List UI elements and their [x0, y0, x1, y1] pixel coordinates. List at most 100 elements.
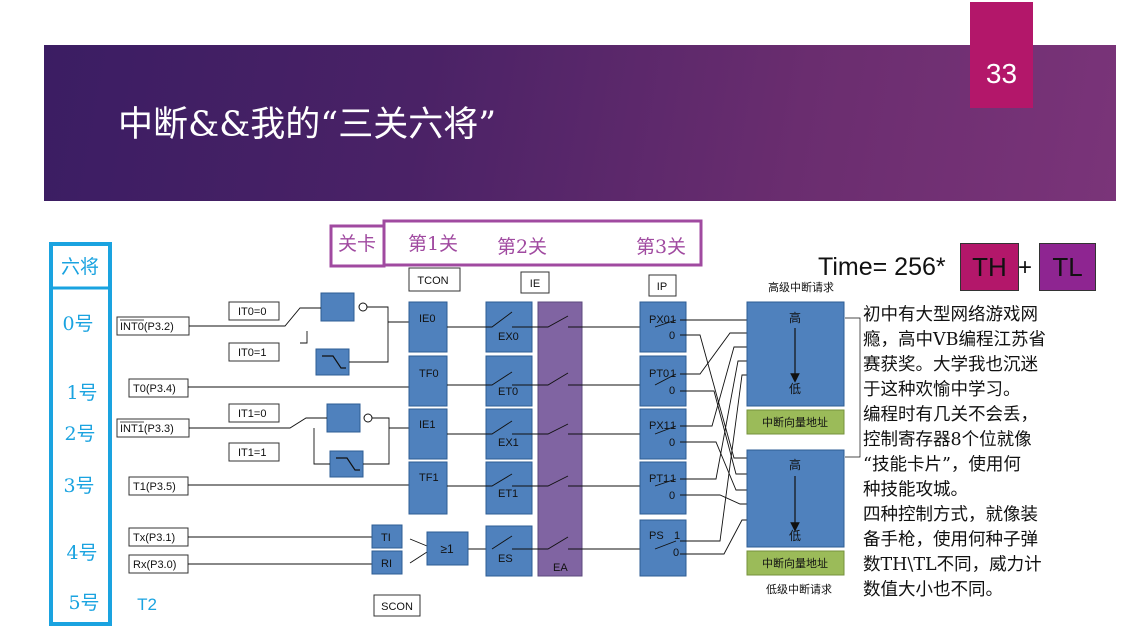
tcon-bit-tf1-label: TF1: [419, 472, 439, 484]
gate-3-label: 第3关: [636, 236, 686, 258]
or-gate: [426, 531, 469, 566]
ip-bit-pt1-name: PT1: [649, 473, 669, 485]
ip-bit-px0-low: 0: [669, 330, 675, 342]
gate-1-label: 第1关: [408, 233, 458, 255]
title-banner: [44, 45, 1116, 201]
ip-bit-px0-name: PX0: [649, 314, 670, 326]
tcon-bit-ie1: [408, 408, 448, 460]
scon-register-label: SCON: [381, 601, 413, 613]
high-vector-address-label: 中断向量地址: [762, 415, 828, 429]
source-t1-label: T1(P3.5): [133, 481, 176, 493]
tcon-register-box: [408, 267, 461, 292]
ip-register-label: IP: [657, 281, 667, 293]
source-t0-box: [128, 378, 189, 398]
edge-trigger-block-0: [315, 348, 350, 376]
story-line: 赛获奖。大学我也沉迷: [863, 355, 1038, 375]
level-trigger-block-0: [320, 292, 355, 322]
story-line: 数TH\TL不同，威力计: [863, 555, 1042, 575]
ip-bit-pt1-low: 0: [669, 490, 675, 502]
or-gate-label: ≥1: [440, 542, 454, 556]
ip-bit-ps: [639, 519, 687, 577]
source-tx-label: Tx(P3.1): [133, 532, 175, 544]
tcon-register-label: TCON: [417, 275, 448, 287]
general-4-label: 4号: [66, 542, 97, 564]
high-queue-low-label: 低: [789, 382, 801, 396]
low-vector-address-label: 中断向量地址: [762, 556, 828, 570]
ip-bit-pt1-high: 1: [670, 473, 676, 485]
ip-bit-px1-low: 0: [669, 437, 675, 449]
ie-bit-ex1-label: EX1: [498, 437, 519, 449]
generals-frame: [49, 242, 112, 626]
ie-bit-ex0-label: EX0: [498, 331, 519, 343]
source-int1-label: INT1(P3.3): [120, 423, 174, 435]
ie-bit-es: [485, 525, 533, 577]
edge-trigger-block-1: [329, 450, 364, 478]
general-0-label: 0号: [62, 313, 93, 335]
slide-title: 中断&&我的“三关六将”: [118, 105, 497, 145]
general-2-label: 2号: [64, 423, 95, 445]
trigger-it0-1-label: IT0=1: [238, 347, 266, 359]
scon-bit-ri-label: RI: [381, 558, 392, 570]
high-priority-request-label: 高级中断请求: [768, 280, 834, 294]
scon-bit-ri: [371, 550, 403, 575]
time-formula-prefix: Time= 256*: [818, 253, 946, 281]
ip-bit-ps-low: 0: [673, 547, 679, 559]
story-line: 种技能攻城。: [863, 480, 968, 500]
ip-bit-pt0-high: 1: [670, 368, 676, 380]
tcon-bit-ie0-label: IE0: [419, 313, 436, 325]
story-line: 编程时有几关不会丢，: [863, 405, 1038, 425]
source-rx-label: Rx(P3.0): [133, 559, 176, 571]
gate-2-label: 第2关: [497, 236, 547, 258]
generals-header-label: 六将: [61, 256, 99, 278]
trigger-it1-0-label: IT1=0: [238, 408, 266, 420]
ip-bit-px0-high: 1: [670, 314, 676, 326]
ie-bit-et1: [485, 461, 533, 515]
tcon-bit-tf0: [408, 355, 448, 407]
ie-bit-et0: [485, 355, 533, 407]
ie-register-box: [520, 271, 550, 294]
plus-sign: +: [1018, 254, 1033, 281]
scon-bit-ti-label: TI: [381, 532, 391, 544]
high-queue-high-label: 高: [789, 310, 801, 325]
high-vector-address: [746, 409, 845, 435]
ie-register-label: IE: [530, 278, 540, 290]
general-1-label: 1号: [66, 382, 97, 404]
story-line: 于这种欢愉中学习。: [863, 380, 1021, 400]
gate-header-label: 关卡: [338, 233, 376, 255]
story-line: 备手枪，使用何种子弹: [863, 530, 1038, 550]
story-line: 瘾，高中VB编程江苏省: [863, 330, 1046, 350]
ip-bit-pt0-low: 0: [669, 385, 675, 397]
story-line: 控制寄存器8个位就像: [863, 430, 1032, 450]
ie-bit-et0-label: ET0: [498, 386, 518, 398]
tcon-bit-ie1-label: IE1: [419, 419, 436, 431]
tcon-bit-ie0: [408, 301, 448, 353]
scon-bit-ti: [371, 524, 403, 549]
ie-bit-ea: [537, 301, 583, 577]
ie-bit-es-label: ES: [498, 553, 513, 565]
general-5-label: 5号: [68, 592, 99, 614]
story-line: 数值大小也不同。: [863, 580, 1003, 600]
source-t0-label: T0(P3.4): [133, 383, 176, 395]
tl-register-box: TL: [1039, 243, 1096, 291]
source-t1-box: [128, 476, 189, 496]
ip-bit-px1-high: 1: [670, 420, 676, 432]
tcon-bit-tf0-label: TF0: [419, 368, 439, 380]
low-queue-low-label: 低: [789, 529, 801, 543]
story-line: 初中有大型网络游戏网: [863, 305, 1038, 325]
ip-bit-ps-name: PS: [649, 530, 664, 542]
story-text-block: 初中有大型网络游戏网 瘾，高中VB编程江苏省 赛获奖。大学我也沉迷 于这种欢愉中…: [863, 303, 1091, 603]
ie-bit-et1-label: ET1: [498, 488, 518, 500]
ip-bit-pt1: [639, 461, 687, 515]
t2-label: T2: [137, 595, 157, 614]
trigger-it0-0-label: IT0=0: [238, 306, 266, 318]
ip-bit-ps-high: 1: [674, 530, 680, 542]
th-register-box: TH: [960, 243, 1019, 291]
trigger-it1-1-label: IT1=1: [238, 447, 266, 459]
ip-bit-pt0-name: PT0: [649, 368, 669, 380]
story-line: “技能卡片”，使用何: [863, 455, 1021, 475]
ip-bit-px1: [639, 408, 687, 460]
low-priority-request-label: 低级中断请求: [766, 582, 832, 596]
source-int0-label: INT0(P3.2): [120, 321, 174, 333]
page-number-badge: 33: [970, 2, 1033, 108]
